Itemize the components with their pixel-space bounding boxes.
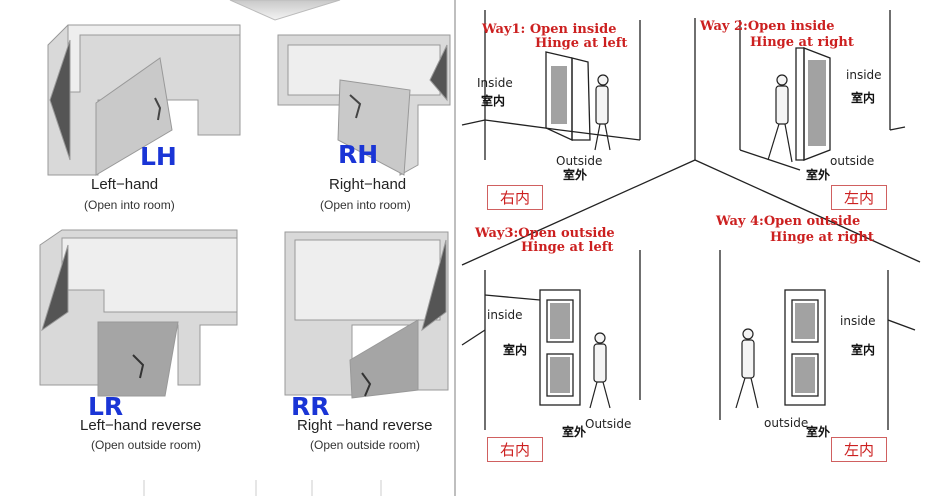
way3-inside-cn: 室内 — [503, 343, 528, 357]
way3-hinge: Hinge at left — [521, 240, 614, 255]
rh-room — [277, 34, 451, 176]
person-figures — [589, 74, 793, 409]
person-way1 — [594, 74, 611, 151]
door-glass — [550, 60, 826, 393]
way4-inside: inside — [840, 314, 876, 328]
way4-title: Way 4:Open outside — [716, 214, 861, 229]
lr-code: LR — [88, 392, 124, 421]
rh-sub: (Open into room) — [320, 198, 411, 212]
way3-title: Way3:Open outside — [475, 226, 615, 241]
way1-title: Way1: Open inside — [482, 22, 617, 37]
rr-room — [284, 231, 449, 399]
lh-room — [47, 24, 241, 176]
way4-outside: outside — [764, 416, 809, 430]
way2-stamp: 左内 — [831, 185, 888, 210]
way1-hinge: Hinge at left — [535, 36, 628, 51]
way4-hinge: Hinge at right — [770, 230, 874, 245]
way1-inside-cn: 室内 — [481, 94, 506, 108]
person-way4 — [735, 328, 759, 409]
banner-arrow — [229, 0, 341, 21]
rr-code: RR — [291, 392, 330, 421]
lh-sub: (Open into room) — [84, 198, 175, 212]
way2-inside: inside — [846, 68, 882, 82]
rr-sub: (Open outside room) — [310, 438, 421, 452]
way2-hinge: Hinge at right — [750, 35, 854, 50]
way2-inside-cn: 室内 — [851, 91, 876, 105]
way-panel-lines — [461, 10, 921, 430]
way1-outside: Outside — [556, 154, 603, 168]
way1-outside-cn: 室外 — [563, 168, 588, 182]
way3-stamp: 右内 — [487, 437, 544, 462]
person-way2 — [767, 74, 793, 163]
way3-inside: inside — [487, 308, 523, 322]
way3-outside: Outside — [585, 417, 632, 431]
lr-sub: (Open outside room) — [91, 438, 202, 452]
way4-inside-cn: 室内 — [851, 343, 876, 357]
way2-outside-cn: 室外 — [806, 168, 831, 182]
way3-outside-cn: 室外 — [562, 425, 587, 439]
lh-label: Left−hand — [91, 176, 159, 193]
way4-outside-cn: 室外 — [806, 425, 831, 439]
way1-inside: Inside — [477, 76, 513, 90]
rr-label: Right −hand reverse — [297, 417, 433, 434]
way2-outside: outside — [830, 154, 875, 168]
rh-label: Right−hand — [329, 176, 407, 193]
way4-stamp: 左内 — [831, 437, 888, 462]
lh-code: LH — [140, 142, 177, 171]
lr-label: Left−hand reverse — [80, 417, 202, 434]
footer-ticks — [143, 480, 382, 496]
rh-code: RH — [338, 140, 379, 169]
lr-room — [39, 229, 238, 397]
way2-title: Way 2:Open inside — [700, 19, 835, 34]
way1-stamp: 右内 — [487, 185, 544, 210]
person-way3 — [589, 332, 611, 409]
